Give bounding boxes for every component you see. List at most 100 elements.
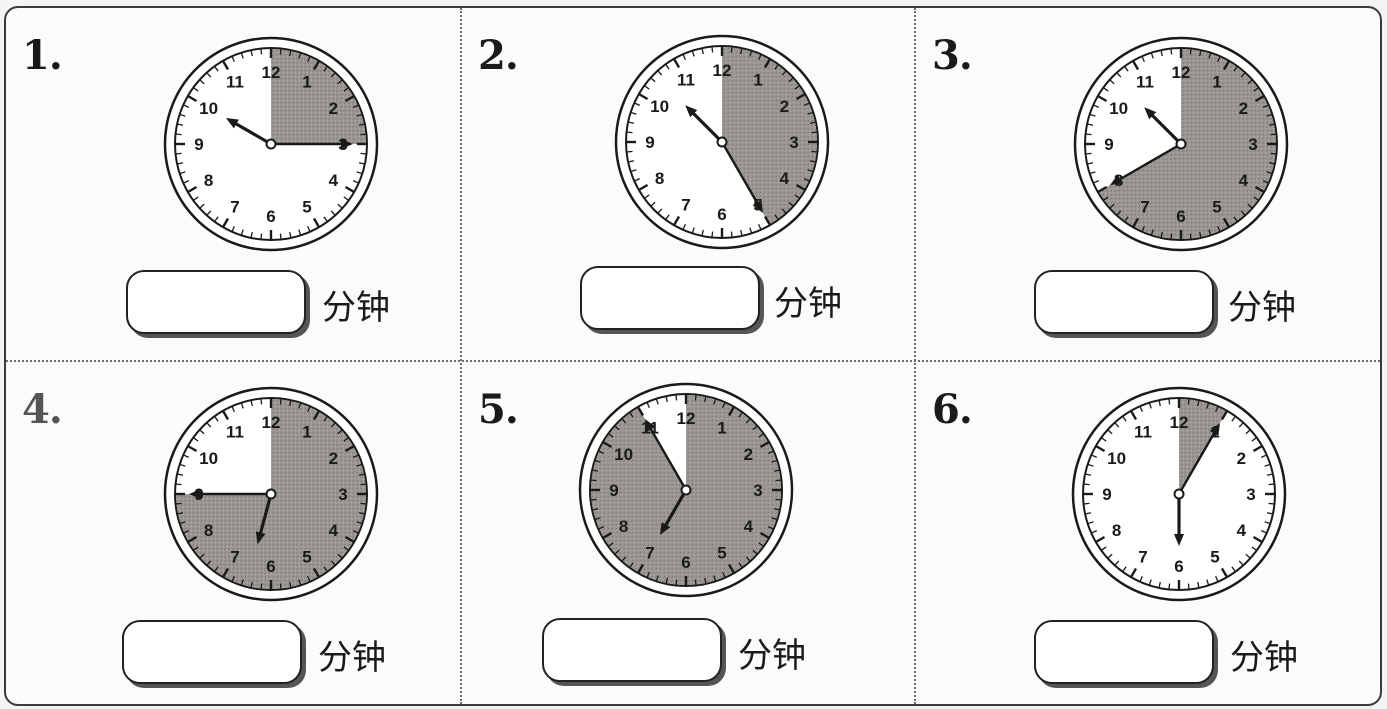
minute-tick	[1188, 584, 1189, 590]
clock-number: 3	[1248, 135, 1257, 154]
answer-box[interactable]	[542, 618, 722, 682]
minute-tick	[1269, 484, 1275, 485]
clock-number: 2	[1237, 449, 1246, 468]
minute-tick	[1171, 234, 1172, 240]
minute-tick	[627, 151, 633, 152]
clock-number: 7	[230, 197, 239, 216]
minute-tick	[1188, 399, 1189, 405]
clock-number: 2	[744, 445, 753, 464]
minute-tick	[1190, 49, 1191, 55]
minute-tick	[280, 399, 281, 405]
clock-number: 4	[329, 171, 339, 190]
clock-number: 8	[1112, 521, 1121, 540]
clock-number: 9	[1102, 485, 1111, 504]
clock-number: 12	[1172, 63, 1191, 82]
minute-tick	[731, 232, 732, 238]
clock-number: 3	[753, 481, 762, 500]
clock-number: 1	[302, 73, 311, 92]
answer-box[interactable]	[1034, 270, 1214, 334]
clock-number: 6	[681, 553, 690, 572]
minute-tick	[812, 132, 818, 133]
minute-tick	[176, 503, 182, 504]
minute-tick	[1169, 584, 1170, 590]
minute-tick	[261, 584, 262, 590]
clock-number: 10	[650, 97, 669, 116]
minute-tick	[280, 49, 281, 55]
minute-tick	[812, 151, 818, 152]
clock-number: 8	[204, 171, 213, 190]
clock-face: 121234567891011	[161, 384, 381, 604]
clock-number: 8	[204, 521, 213, 540]
clock-number: 2	[780, 97, 789, 116]
unit-label: 分钟	[1230, 630, 1298, 679]
problem-number: 2.	[478, 32, 518, 79]
clock-number: 4	[1237, 521, 1247, 540]
unit-label: 分钟	[774, 276, 842, 325]
minute-tick	[176, 153, 182, 154]
clock-number: 12	[262, 413, 281, 432]
clock-number: 6	[266, 557, 275, 576]
clock-number: 5	[302, 547, 311, 566]
problem-2: 2. 121234567891011 分钟	[462, 8, 914, 356]
minute-tick	[1271, 153, 1277, 154]
clock-number: 2	[1239, 99, 1248, 118]
clock-number: 9	[194, 135, 203, 154]
answer-box[interactable]	[122, 620, 302, 684]
minute-tick	[280, 584, 281, 590]
minute-tick	[776, 480, 782, 481]
clock-number: 5	[1210, 547, 1219, 566]
clock-number: 10	[199, 99, 218, 118]
clock-number: 7	[1140, 197, 1149, 216]
minute-tick	[361, 484, 367, 485]
unit-label: 分钟	[738, 628, 806, 677]
minute-tick	[676, 395, 677, 401]
clock-number: 10	[1109, 99, 1128, 118]
minute-tick	[1171, 49, 1172, 55]
answer-box[interactable]	[126, 270, 306, 334]
minute-tick	[627, 132, 633, 133]
clock-number: 1	[753, 71, 762, 90]
problem-number: 1.	[22, 32, 62, 79]
problem-number: 3.	[932, 32, 972, 79]
clock-center	[1175, 490, 1184, 499]
clock-center	[1177, 140, 1186, 149]
answer-box[interactable]	[580, 266, 760, 330]
clock-number: 12	[713, 61, 732, 80]
clock-center	[682, 486, 691, 495]
clock-number: 5	[717, 543, 726, 562]
clock-number: 10	[199, 449, 218, 468]
clock-number: 2	[329, 449, 338, 468]
clock-number: 6	[266, 207, 275, 226]
problem-number: 4.	[22, 386, 62, 433]
problem-1: 1. 121234567891011 分钟	[6, 8, 458, 356]
clock-number: 7	[1138, 547, 1147, 566]
minute-tick	[1190, 234, 1191, 240]
minute-tick	[280, 234, 281, 240]
answer-box[interactable]	[1034, 620, 1214, 684]
clock-number: 9	[609, 481, 618, 500]
worksheet: 1. 121234567891011 分钟 2. 121234567891011…	[4, 6, 1382, 706]
clock-number: 2	[329, 99, 338, 118]
clock-number: 3	[789, 133, 798, 152]
clock-number: 10	[614, 445, 633, 464]
clock-number: 1	[717, 419, 726, 438]
minute-tick	[712, 232, 713, 238]
problem-number: 6.	[932, 386, 972, 433]
minute-tick	[1271, 134, 1277, 135]
minute-tick	[776, 499, 782, 500]
clock-number: 4	[1239, 171, 1249, 190]
minute-tick	[261, 234, 262, 240]
minute-tick	[695, 395, 696, 401]
clock-center	[267, 140, 276, 149]
clock-center	[267, 490, 276, 499]
minute-tick	[712, 47, 713, 53]
minute-tick	[361, 153, 367, 154]
minute-tick	[1084, 503, 1090, 504]
clock-number: 1	[302, 423, 311, 442]
clock-face: 121234567891011	[1069, 384, 1289, 604]
clock-number: 7	[230, 547, 239, 566]
clock-face: 121234567891011	[612, 32, 832, 252]
problem-number: 5.	[478, 386, 518, 433]
minute-tick	[731, 47, 732, 53]
problem-6: 6. 121234567891011 分钟	[916, 362, 1368, 706]
